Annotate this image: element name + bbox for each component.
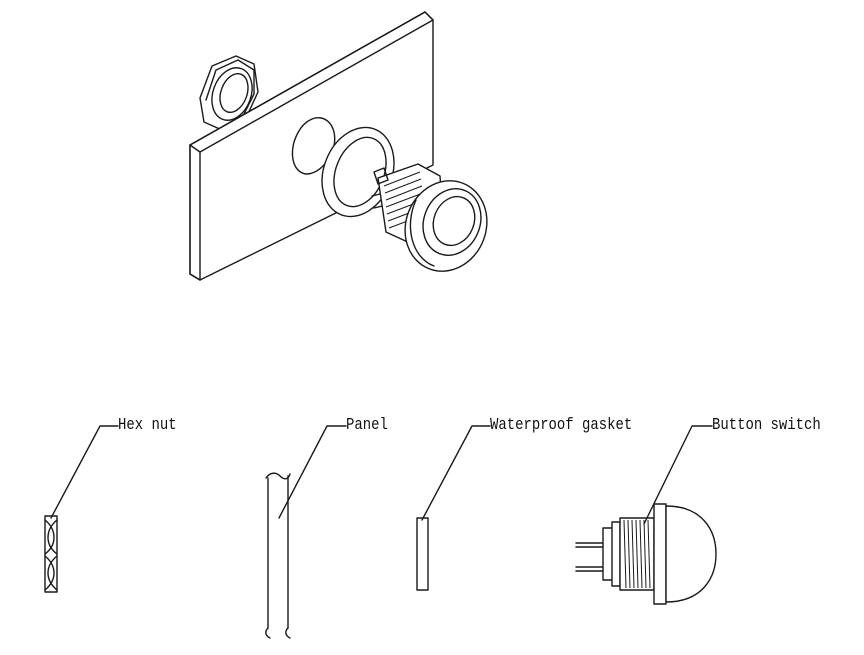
isometric-assembly [189, 11, 488, 281]
label-waterproof-gasket: Waterproof gasket [490, 416, 633, 435]
label-button-switch: Button switch [712, 416, 821, 435]
label-hex-nut: Hex nut [118, 416, 177, 435]
iso-gasket [321, 126, 395, 218]
leader-lines [50, 425, 713, 525]
iso-hex-nut [199, 55, 259, 131]
side-hex-nut [44, 515, 58, 593]
side-gasket [416, 517, 429, 591]
iso-button-switch [371, 163, 488, 272]
label-panel: Panel [346, 416, 388, 435]
side-button-switch [575, 503, 717, 605]
side-panel [265, 472, 291, 639]
iso-panel-hole [291, 117, 336, 175]
